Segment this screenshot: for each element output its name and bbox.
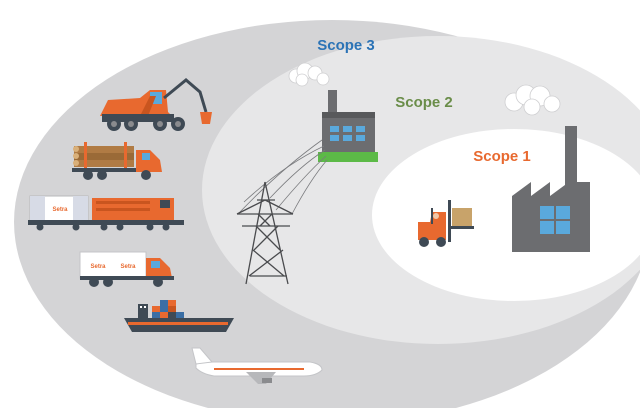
brand-logo-text: Setra [120, 264, 136, 270]
smoke-cloud-icon [504, 84, 561, 116]
forklift-icon [418, 200, 474, 247]
log-truck-icon [72, 142, 162, 180]
smoke-cloud-icon [288, 62, 330, 87]
transmission-tower-icon [236, 181, 294, 285]
factory-icon [512, 126, 590, 252]
power-lines [237, 139, 328, 215]
airplane-icon [191, 347, 323, 384]
cargo-ship-icon [124, 300, 234, 332]
harvester-icon [100, 78, 212, 131]
power-station-icon [288, 62, 378, 162]
scope1-label: Scope 1 [473, 148, 531, 165]
freight-train-icon: Setra [28, 195, 184, 231]
scope3-label: Scope 3 [317, 37, 375, 54]
brand-logo-text: Setra [90, 264, 106, 270]
delivery-truck-icon: Setra Setra [79, 251, 174, 287]
brand-logo-text: Setra [52, 207, 68, 213]
scope2-label: Scope 2 [395, 94, 453, 111]
